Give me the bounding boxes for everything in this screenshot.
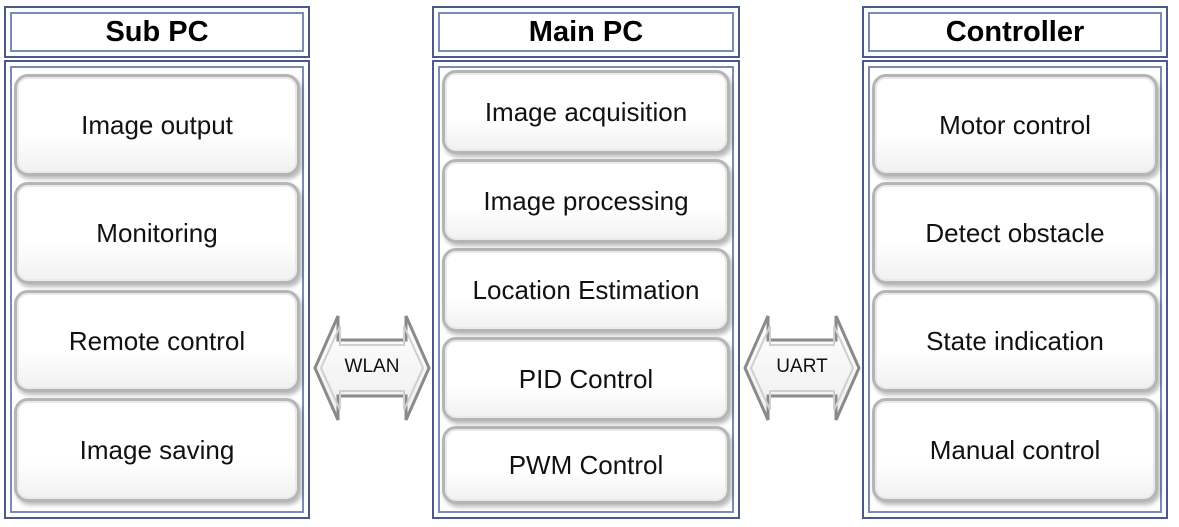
controller-item-detect-obstacle: Detect obstacle xyxy=(872,182,1158,284)
main-pc-item-pid-control: PID Control xyxy=(442,337,730,421)
sub-pc-item-image-output: Image output xyxy=(14,74,300,176)
main-pc-item-label: Image processing xyxy=(483,185,689,216)
wlan-label: WLAN xyxy=(344,356,400,377)
controller-item-label: Manual control xyxy=(929,434,1101,465)
controller-item-state-indication: State indication xyxy=(872,290,1158,392)
main-pc-title: Main PC xyxy=(528,15,644,48)
uart-link-arrow: UART xyxy=(742,312,862,424)
controller-item-label: State indication xyxy=(926,325,1104,356)
wlan-link-arrow: WLAN xyxy=(312,312,432,424)
main-pc-item-pwm-control: PWM Control xyxy=(442,426,730,504)
sub-pc-item-monitoring: Monitoring xyxy=(14,182,300,284)
sub-pc-header: Sub PC xyxy=(4,6,310,58)
main-pc-header: Main PC xyxy=(432,6,740,58)
sub-pc-item-image-saving: Image saving xyxy=(14,398,300,502)
main-pc-item-label: Image acquisition xyxy=(484,96,688,127)
controller-item-manual-control: Manual control xyxy=(872,398,1158,502)
main-pc-item-image-acquisition: Image acquisition xyxy=(442,70,730,154)
main-pc-item-label: PID Control xyxy=(518,363,654,394)
double-arrow-icon xyxy=(313,315,431,421)
sub-pc-item-label: Remote control xyxy=(68,325,246,356)
sub-pc-item-label: Monitoring xyxy=(96,217,218,248)
controller-item-label: Motor control xyxy=(939,109,1091,140)
main-pc-item-image-processing: Image processing xyxy=(442,159,730,243)
double-arrow-icon xyxy=(743,315,861,421)
sub-pc-item-remote-control: Remote control xyxy=(14,290,300,392)
sub-pc-item-label: Image output xyxy=(81,109,233,140)
controller-item-label: Detect obstacle xyxy=(925,217,1105,248)
main-pc-item-label: Location Estimation xyxy=(472,274,700,305)
controller-title: Controller xyxy=(945,15,1085,48)
sub-pc-title: Sub PC xyxy=(105,15,209,48)
controller-item-motor-control: Motor control xyxy=(872,74,1158,176)
uart-label: UART xyxy=(776,356,828,377)
sub-pc-item-label: Image saving xyxy=(79,434,235,465)
main-pc-item-label: PWM Control xyxy=(508,449,664,480)
main-pc-item-location-estimation: Location Estimation xyxy=(442,248,730,332)
controller-header: Controller xyxy=(862,6,1168,58)
